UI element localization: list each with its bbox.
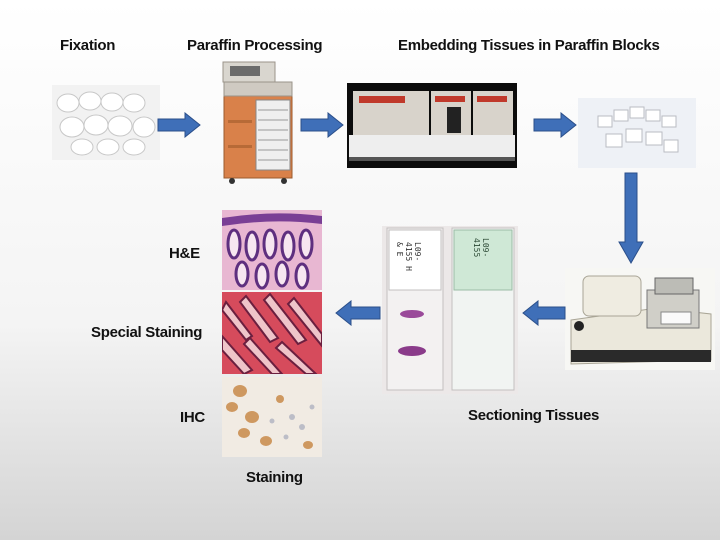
- label-embedding: Embedding Tissues in Paraffin Blocks: [398, 37, 660, 54]
- left-slide-id: L09-4155: [404, 242, 422, 262]
- label-staining: Staining: [246, 469, 303, 486]
- arrow-blocks-to-microtome: [618, 172, 644, 264]
- arrow-embedding-to-blocks: [533, 112, 577, 138]
- label-fixation: Fixation: [60, 37, 116, 54]
- arrow-microtome-to-slides: [522, 300, 566, 326]
- label-special-staining: Special Staining: [91, 324, 203, 341]
- right-slide-label: L09-4155: [472, 238, 490, 266]
- label-ihc: IHC: [180, 409, 205, 426]
- label-sectioning: Sectioning Tissues: [468, 407, 600, 424]
- microtome-photo: [565, 268, 715, 370]
- embedding-station-photo: [347, 83, 517, 168]
- label-he: H&E: [169, 245, 200, 262]
- left-slide-label: L09-4155 H & E: [395, 242, 422, 272]
- special-stain-photo: [222, 292, 322, 374]
- arrow-processing-to-embedding: [300, 112, 344, 138]
- label-paraffin-processing: Paraffin Processing: [187, 37, 323, 54]
- paraffin-blocks-photo: [578, 98, 696, 168]
- arrow-fixation-to-processing: [157, 112, 201, 138]
- fixation-photo: [52, 85, 160, 160]
- he-stain-photo: [222, 210, 322, 290]
- right-slide-id: L09-4155: [472, 238, 490, 258]
- glass-slides-photo: L09-4155 H & E L09-4155: [382, 226, 518, 394]
- arrow-slides-to-staining: [335, 300, 381, 326]
- paraffin-processor-photo: [220, 60, 295, 185]
- ihc-stain-photo: [222, 377, 322, 457]
